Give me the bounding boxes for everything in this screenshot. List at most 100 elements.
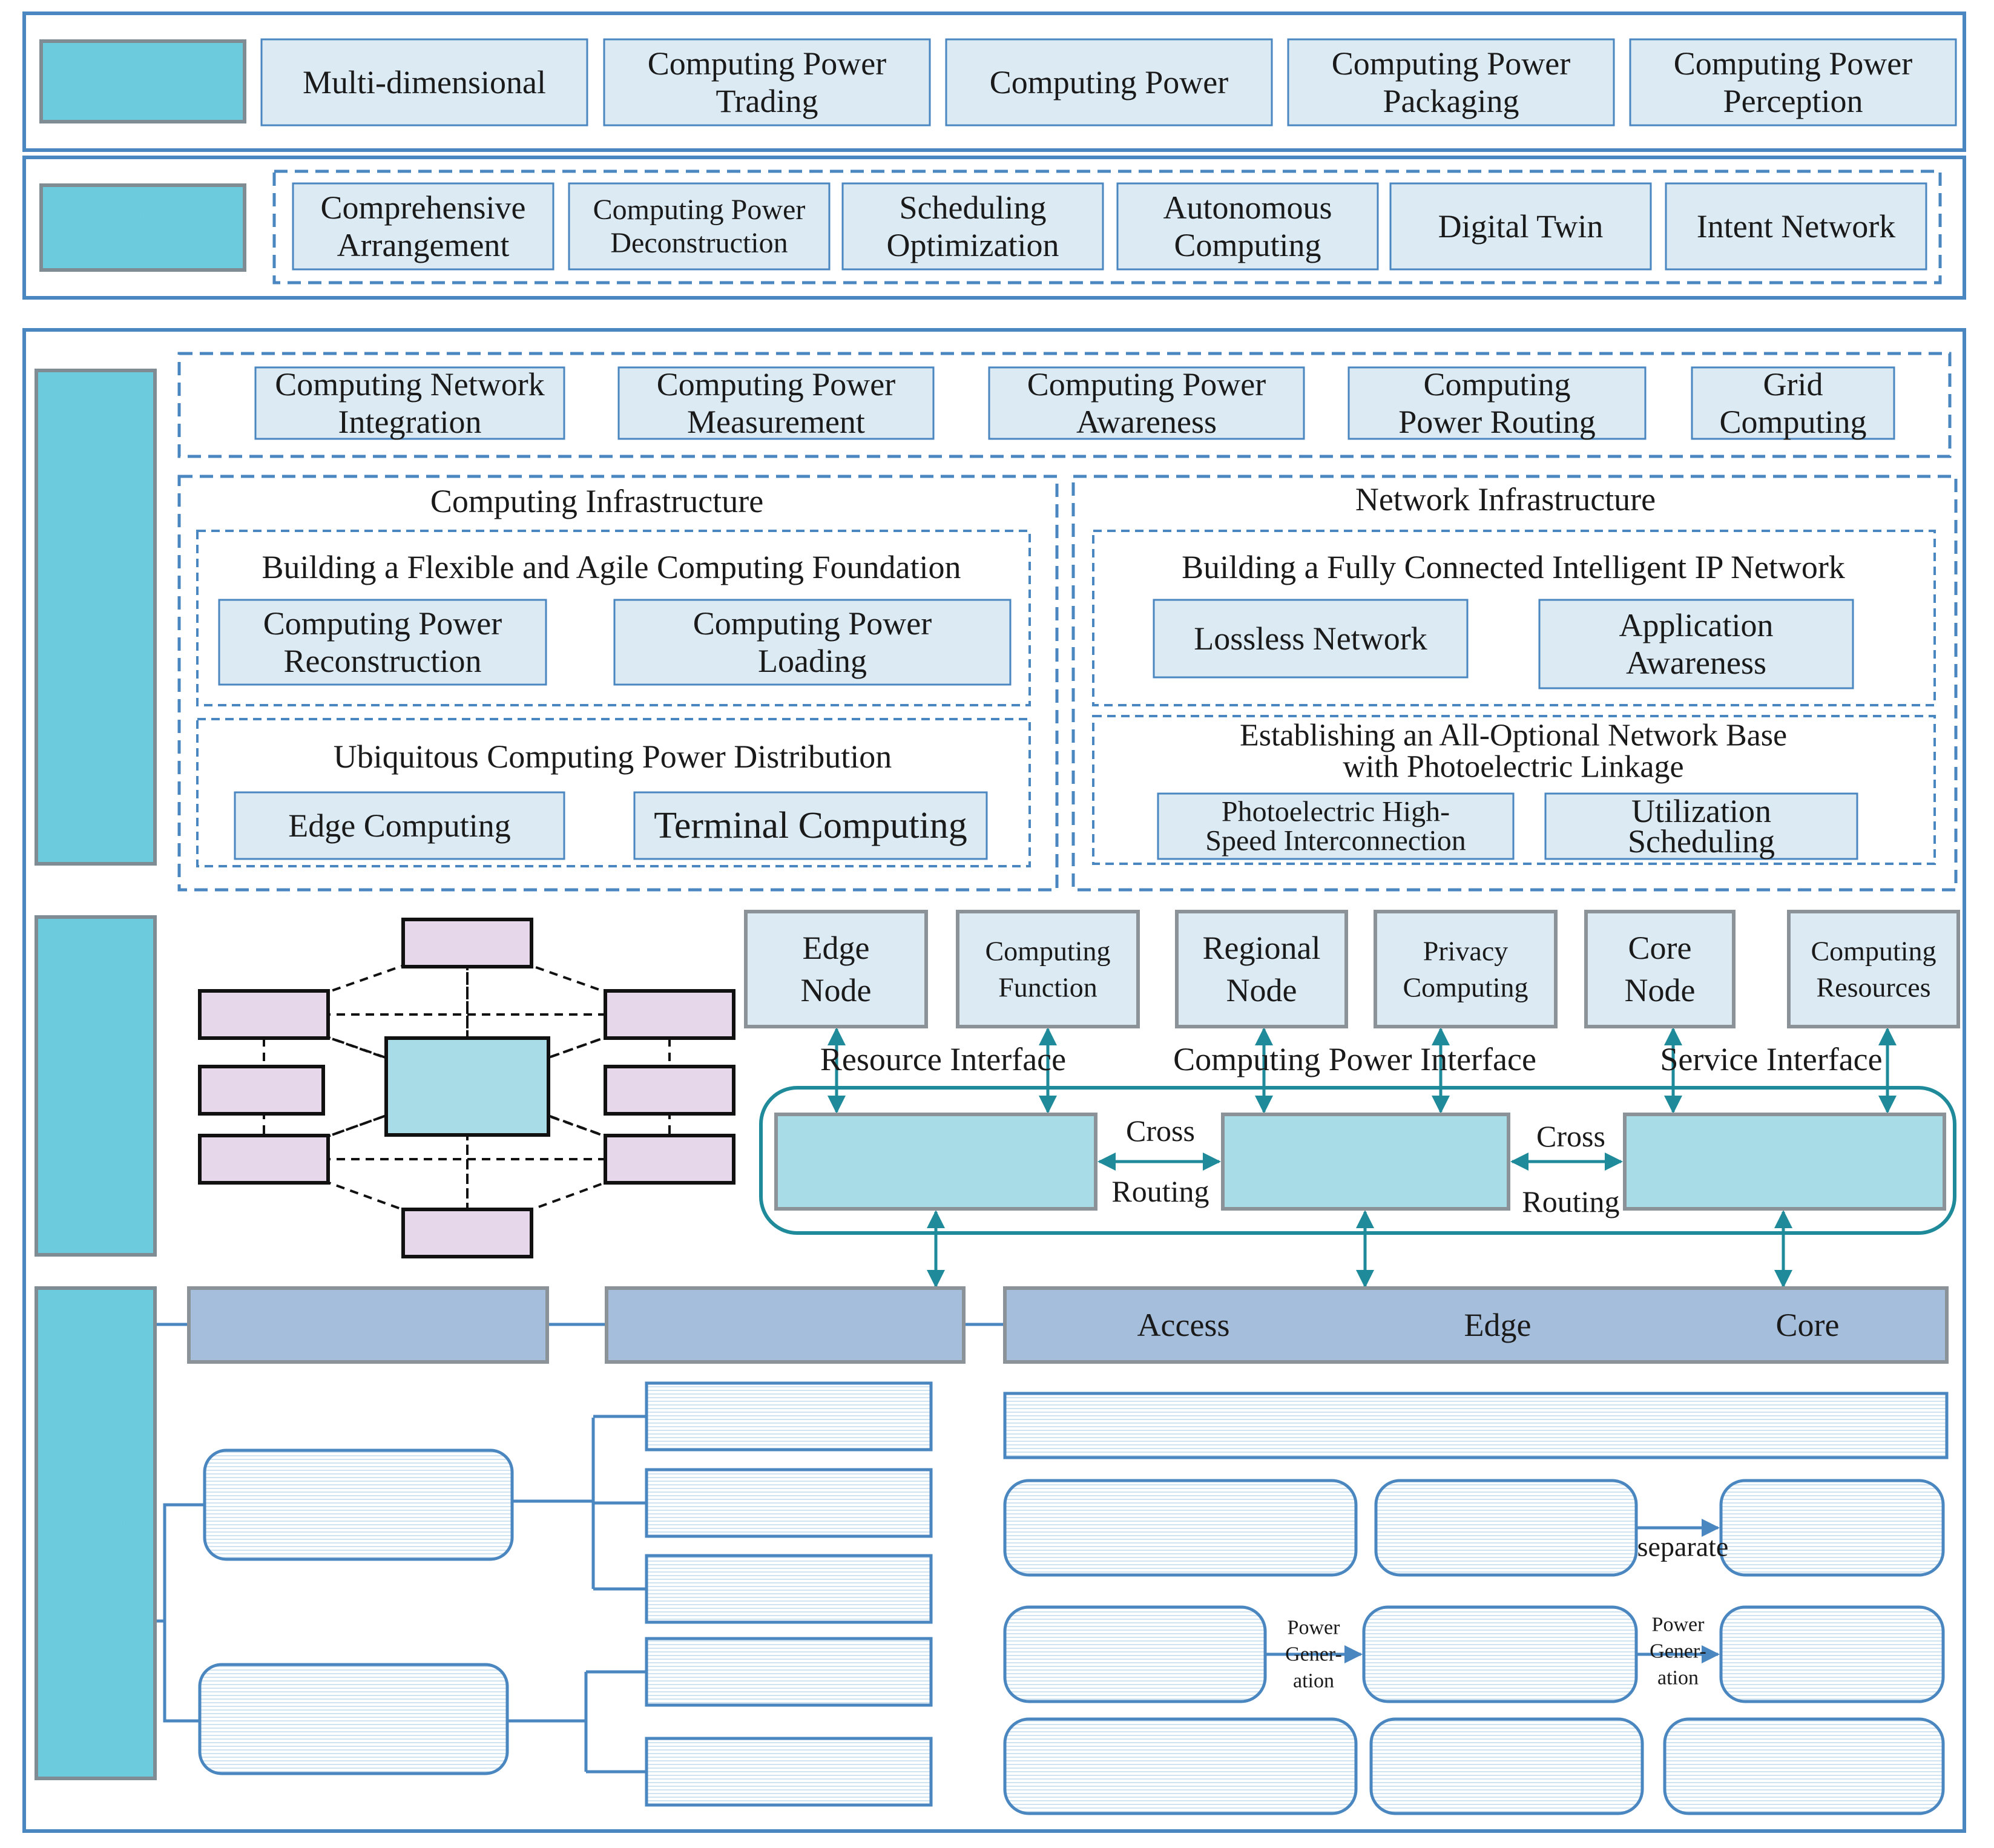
distributed-network-box — [1663, 1717, 1945, 1815]
photoelectric-interconnection-text-line: Speed Interconnection — [1205, 825, 1466, 857]
computing-power-network-elements-box — [203, 1448, 514, 1561]
node-boundary-text-line: Node — [1100, 1617, 1171, 1654]
cpne-feature-2-text-line: Cloudification — [694, 1571, 883, 1607]
control-item-2-box — [841, 182, 1104, 271]
deterministic-network-text-line: Network — [1450, 1767, 1564, 1803]
edge-computing-box — [234, 791, 565, 860]
device-top-item-3-box — [1347, 366, 1647, 440]
device-top-item-0-text-line: Integration — [338, 404, 482, 440]
device-top-item-0-box — [254, 366, 565, 440]
blockchain-top-box-0-box — [744, 910, 928, 1028]
business-item-2-text-line: Computing Power — [990, 64, 1229, 100]
cpne-feature-0-text: Intelligence — [712, 1398, 866, 1435]
photoelectric-interconnection-box — [1157, 792, 1515, 860]
core-cloud-box — [1719, 1605, 1945, 1703]
separate-label: separate — [1637, 1531, 1729, 1562]
cross-routing-2-line: Routing — [1522, 1185, 1619, 1218]
core-label: Core — [1776, 1307, 1840, 1343]
node-2-text-line: Node2 — [628, 998, 712, 1032]
usage-panel-box — [1374, 1479, 1638, 1577]
business-item-4-text-line: Perception — [1723, 83, 1863, 119]
cross-routing-2-line: Cross — [1536, 1119, 1605, 1153]
application-awareness-text-line: Awareness — [1626, 645, 1766, 681]
blockchain-top-box-2-text-line: Regional — [1203, 930, 1321, 966]
control-panel-text-line: Control — [1782, 1491, 1882, 1527]
supply-demand-allocation-text-line: Intelligent Computing Supply-Demand Allo… — [1148, 1407, 1804, 1444]
main-node-1-text-line: Blockchain Node — [1248, 1143, 1484, 1180]
control-item-1-text-line: Computing Power — [593, 194, 806, 226]
edge-network-elements-text-line: Edge Network — [258, 1682, 448, 1718]
node-6-text-line: Node6 — [222, 998, 306, 1032]
blockchain-top-box-3-box — [1374, 910, 1558, 1028]
main-node-1-text: Blockchain Node — [1248, 1143, 1484, 1180]
node-3-box — [604, 1134, 735, 1185]
key-features-bar-box — [605, 1286, 966, 1364]
device-top-dashed-frame — [177, 352, 1952, 458]
cpbn-center-text: CPBN — [421, 1067, 513, 1106]
network-function-virtualization-text-line: Virtualization — [1091, 1528, 1271, 1565]
node-1-text-line: Node1 — [426, 926, 510, 961]
blockchain-tag-box — [604, 1065, 735, 1116]
node-3-text-line: Node3 — [628, 1142, 712, 1177]
ubiquitous-distribution-title: Ubiquitous Computing Power Distribution — [334, 738, 892, 775]
business-item-4-text-line: Computing Power — [1674, 45, 1913, 82]
control-layer-label-box — [39, 183, 246, 272]
blockchain-top-box-1-text-line: Function — [998, 972, 1097, 1002]
blockchain-top-box-4-box — [1584, 910, 1736, 1028]
main-node-0-text: Computing Node — [818, 1143, 1053, 1180]
access-label: Access — [1137, 1307, 1230, 1343]
device-top-item-4-box — [1691, 366, 1895, 440]
network-function-virtualization-box — [1003, 1479, 1358, 1577]
usage-panel-text: Usage Panel — [1425, 1510, 1587, 1546]
utilization-scheduling-text-line: Utilization — [1631, 793, 1771, 829]
cross-routing-1-line: Routing — [1111, 1174, 1209, 1208]
distributed-network-text-line: Distributed — [1731, 1729, 1878, 1766]
utilization-scheduling-box — [1544, 792, 1858, 860]
blockchain-top-box-5-text-line: Resources — [1816, 972, 1930, 1002]
main-node-0-text-line: Computing Node — [818, 1143, 1053, 1180]
technical-elements-bar-text-line: Technical Elements — [240, 1307, 496, 1343]
device-layer-label-text-line: Layer — [63, 617, 128, 648]
business-item-3-text-line: Packaging — [1383, 83, 1519, 119]
resource-interface-label: Resource Interface — [820, 1041, 1066, 1077]
flexible-foundation-title-line: Building a Flexible and Agile Computing … — [262, 549, 961, 585]
network-layer-label-text-line: Network — [47, 1502, 145, 1533]
lossless-network-text: Lossless Network — [1194, 620, 1427, 657]
power-generation-1-line: Gener- — [1285, 1643, 1342, 1666]
communication-edge-box — [1362, 1605, 1638, 1703]
node-boundary-box — [1003, 1605, 1267, 1703]
service-interface-label-line: Service Interface — [1660, 1041, 1882, 1077]
business-layer-label-text-line: Business — [87, 46, 199, 81]
edge-computing-text: Edge Computing — [288, 807, 510, 844]
service-interface-label: Service Interface — [1660, 1041, 1882, 1077]
control-dashed-frame — [272, 169, 1942, 284]
power-generation-2-line: Power — [1652, 1614, 1705, 1636]
access-edge-core-bar — [1003, 1286, 1949, 1364]
supply-demand-allocation-text: Intelligent Computing Supply-Demand Allo… — [1148, 1407, 1804, 1444]
supply-demand-allocation-box — [1003, 1392, 1949, 1459]
device-top-item-2-box — [988, 366, 1305, 440]
node-4-text-line: Node4 — [426, 1216, 510, 1251]
cpne-feature-0-text-line: Intelligence — [712, 1398, 866, 1435]
main-node-0-box — [774, 1113, 1097, 1211]
computing-infra-title: Computing Infrastructure — [430, 483, 763, 519]
photoelectric-interconnection-text: Photoelectric High-Speed Interconnection — [1205, 796, 1466, 857]
